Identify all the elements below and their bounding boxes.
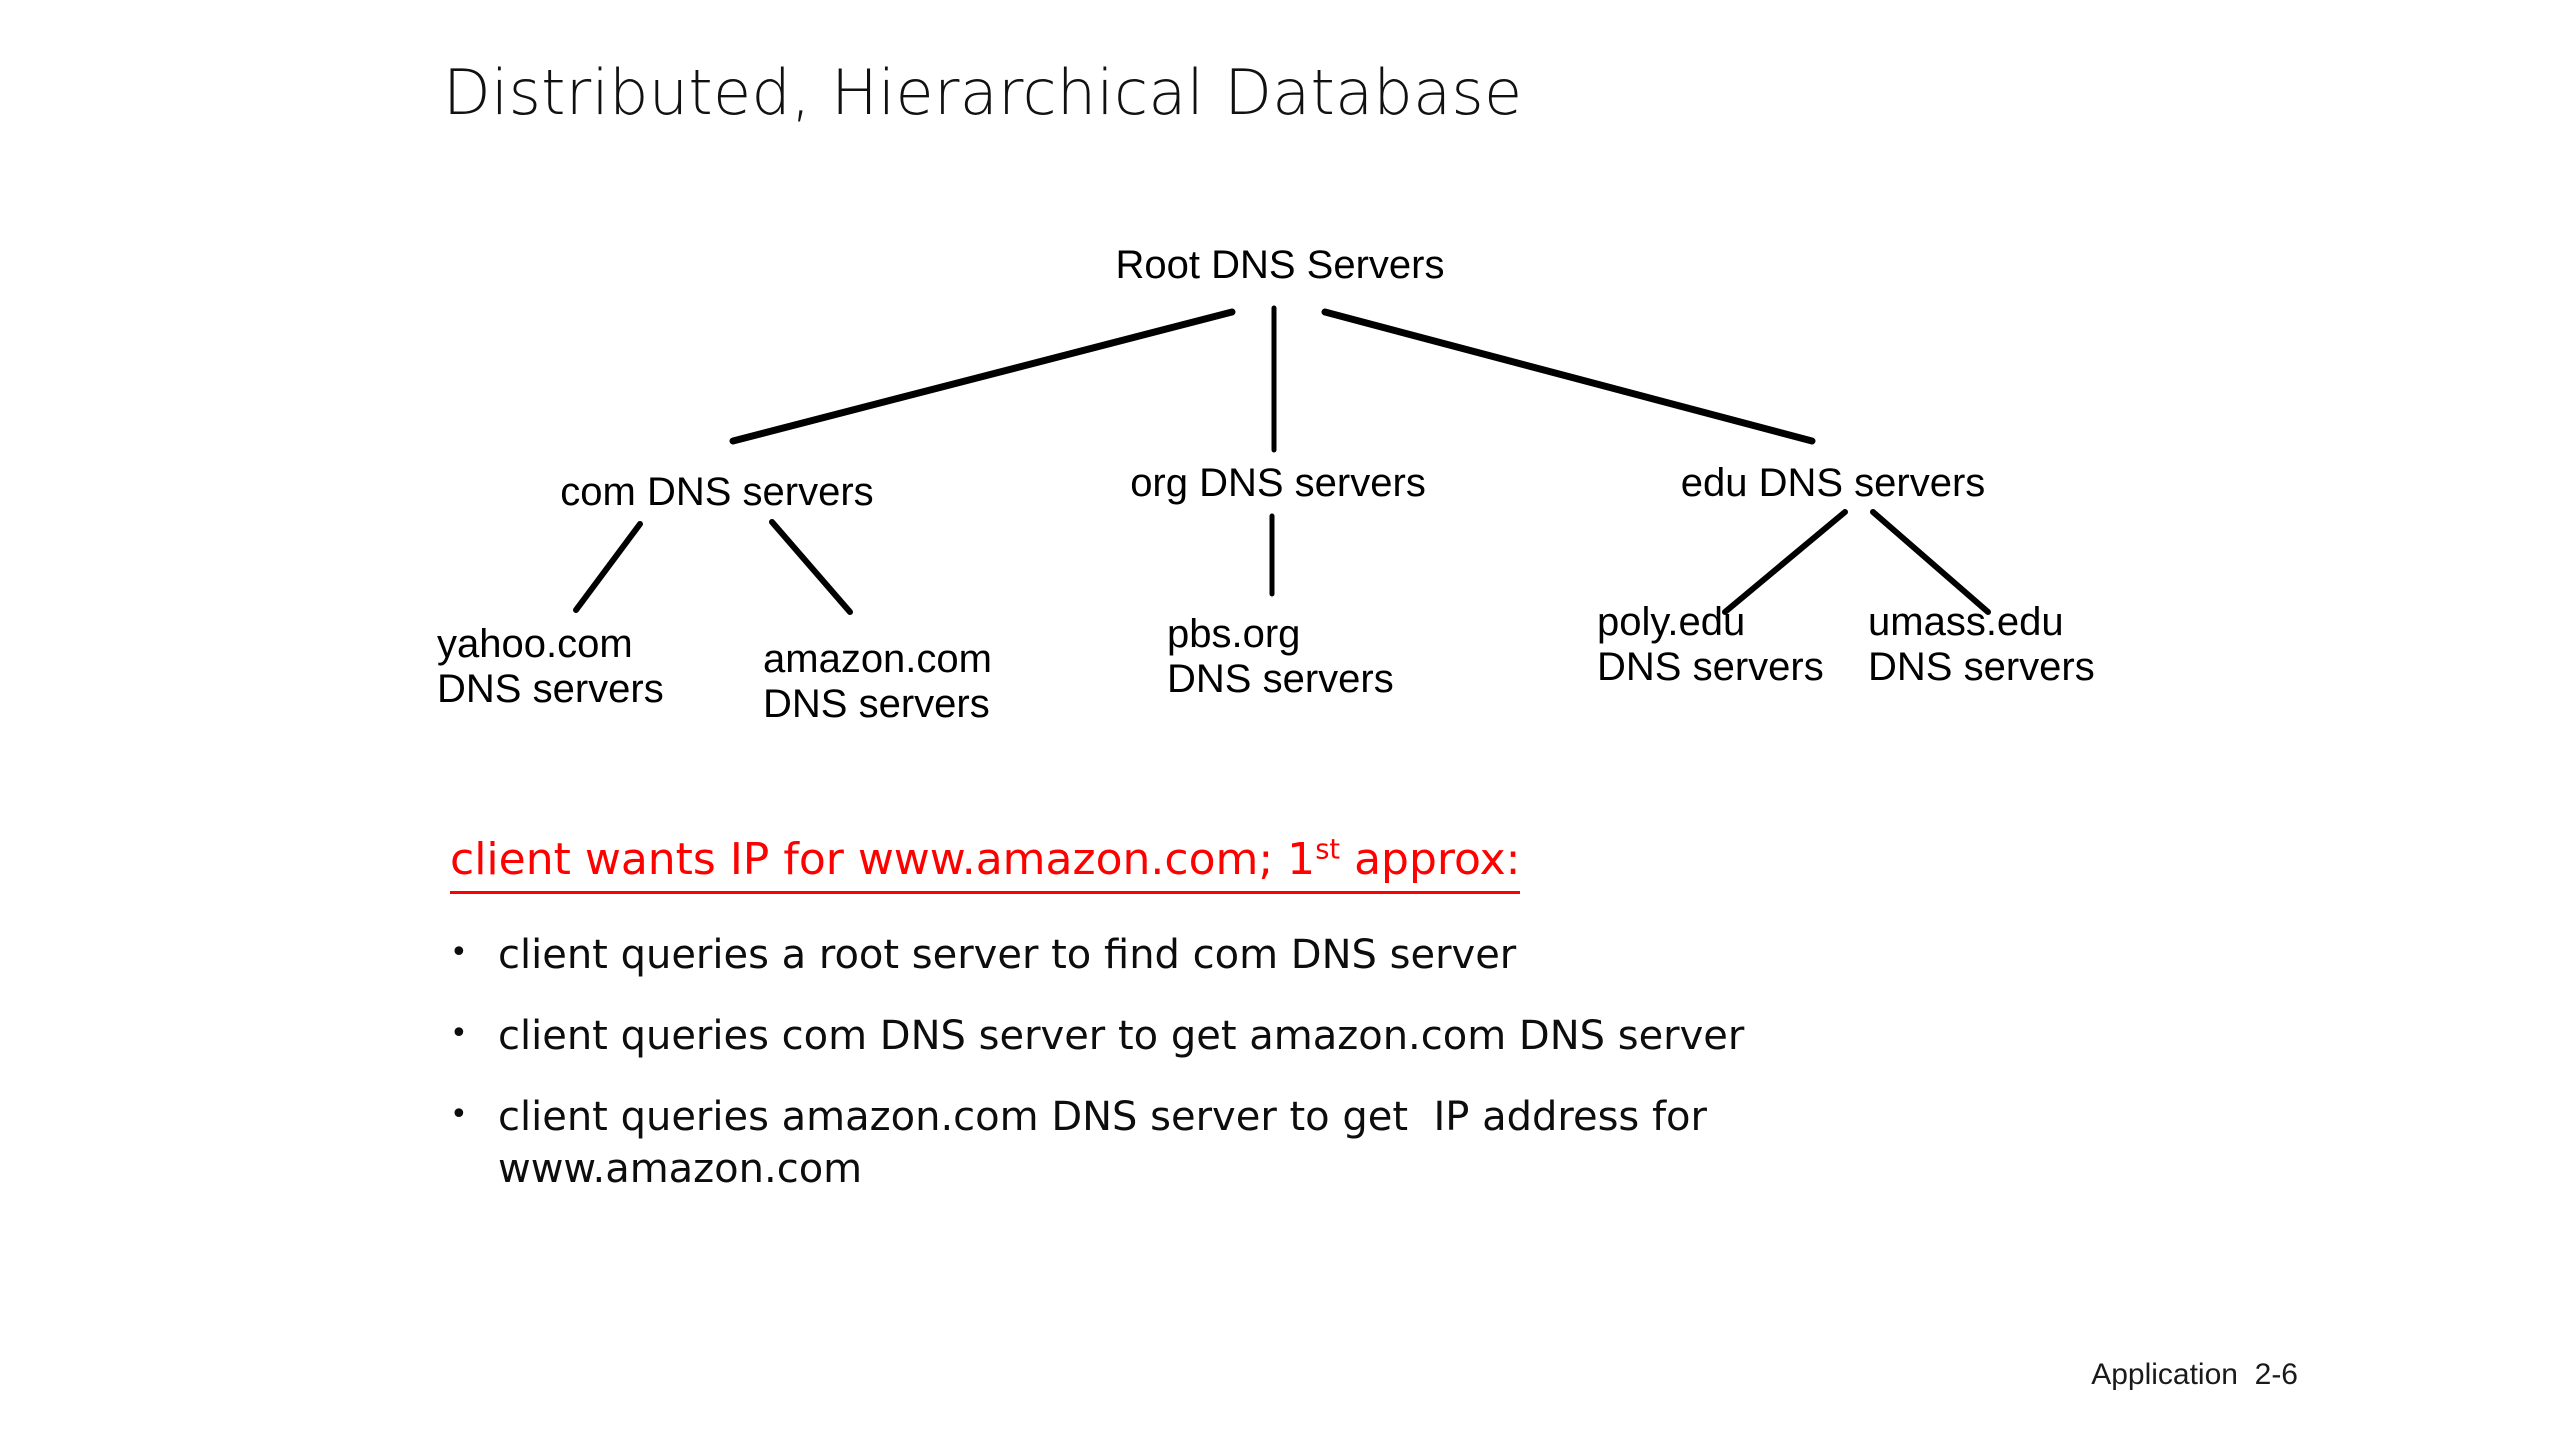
tree-node-umass: umass.edu DNS servers: [1868, 600, 2095, 689]
page-title: Distributed, Hierarchical Database: [443, 56, 1523, 129]
tree-node-edu: edu DNS servers: [1680, 461, 1986, 505]
heading-ordinal-suffix: st: [1315, 834, 1341, 866]
tree-node-com: com DNS servers: [560, 470, 874, 514]
list-item-label: client queries amazon.com DNS server to …: [498, 1094, 1720, 1192]
list-item-label: client queries a root server to find com…: [498, 932, 1517, 978]
list-item: • client queries com DNS server to get a…: [450, 1011, 1950, 1062]
edge-edu-umass: [1870, 509, 1991, 615]
heading-text-tail: approx:: [1340, 834, 1521, 885]
tree-node-poly: poly.edu DNS servers: [1597, 600, 1824, 689]
tree-node-yahoo: yahoo.com DNS servers: [437, 622, 664, 711]
edge-root-edu: [1321, 308, 1816, 445]
list-item-label: client queries com DNS server to get ama…: [498, 1013, 1745, 1060]
heading-text-main: client wants IP for www.amazon.com; 1: [450, 834, 1316, 885]
list-item: • client queries amazon.com DNS server t…: [450, 1092, 1950, 1194]
edge-com-yahoo: [573, 521, 643, 613]
edge-edu-poly: [1722, 509, 1848, 615]
bullet-point-icon: •: [450, 1097, 468, 1133]
red-emphasis-heading: client wants IP for www.amazon.com; 1st …: [450, 836, 1521, 894]
tree-node-org: org DNS servers: [1130, 461, 1426, 505]
slide-footer: Application 2-6: [2091, 1358, 2298, 1391]
diagram-edges: [573, 305, 1991, 615]
bullet-point-icon: •: [450, 935, 468, 970]
dns-hierarchy-diagram: Root DNS Servers com DNS servers org DNS…: [437, 243, 2095, 726]
tree-node-root: Root DNS Servers: [1115, 243, 1445, 287]
bullet-list: • client queries a root server to find c…: [450, 930, 1950, 1225]
edge-root-com: [729, 308, 1236, 445]
bullet-point-icon: •: [450, 1016, 468, 1052]
edge-com-amazon: [769, 519, 853, 615]
list-item: • client queries a root server to find c…: [450, 930, 1950, 981]
tree-node-pbs: pbs.org DNS servers: [1167, 612, 1394, 701]
tree-node-amazon: amazon.com DNS servers: [763, 637, 992, 726]
